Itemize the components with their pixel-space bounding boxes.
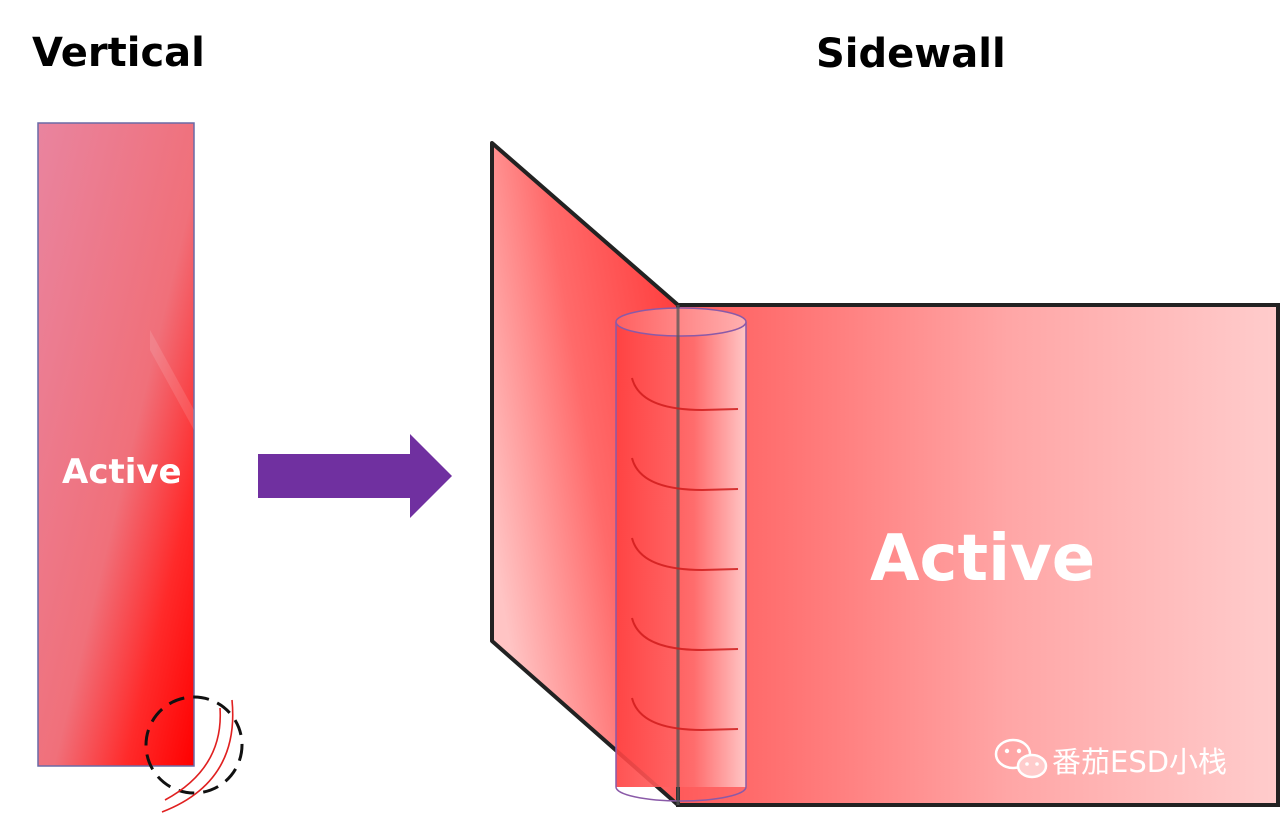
wechat-icon xyxy=(994,738,1048,779)
watermark: 番茄ESD小栈 xyxy=(994,738,1227,779)
corner-field-line-2 xyxy=(161,699,234,813)
cylinder-top-cap xyxy=(615,307,747,337)
corner-highlight-circle xyxy=(144,695,244,795)
corner-field-line-1 xyxy=(164,707,222,801)
edge-field-arc-5 xyxy=(631,697,739,732)
vertical-active-label: Active xyxy=(62,452,182,492)
vertical-structure: Active xyxy=(37,122,244,813)
sidewall-active-label: Active xyxy=(870,522,1095,596)
edge-field-arc-2 xyxy=(631,457,739,492)
watermark-text: 番茄ESD小栈 xyxy=(1052,745,1227,779)
vertical-active-bar xyxy=(37,122,195,767)
transition-arrow xyxy=(258,434,452,518)
sidewall-active-slab xyxy=(676,303,1280,807)
sidewall-edge-cylinder xyxy=(615,305,747,805)
edge-field-arc-1 xyxy=(631,377,739,412)
edge-field-arc-3 xyxy=(631,537,739,572)
sidewall-title: Sidewall xyxy=(816,31,1006,77)
sidewall-structure: Active 番茄ESD小栈 xyxy=(490,141,1280,807)
vertical-title: Vertical xyxy=(32,30,205,76)
edge-field-arc-4 xyxy=(631,617,739,652)
